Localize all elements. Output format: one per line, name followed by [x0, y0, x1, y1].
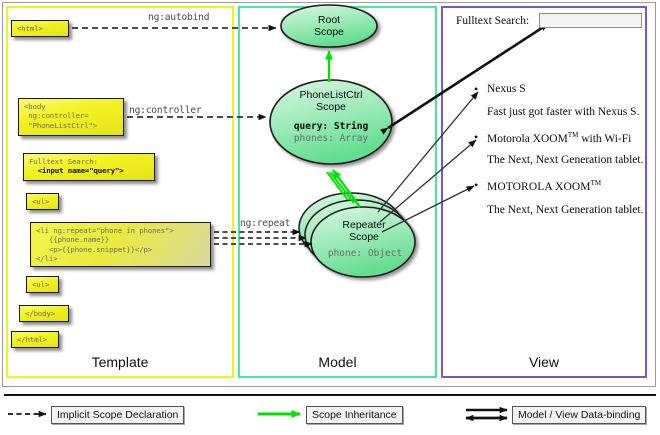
code-box-li-repeat: <li ng:repeat="phone in phones"> {{phone…	[30, 222, 211, 267]
repeater-scope-props: phone: Object	[318, 248, 412, 260]
column-model: Model	[238, 6, 437, 378]
scope-prop-query: query: String	[293, 121, 369, 132]
scope-prop-phone: phone: Object	[327, 248, 403, 259]
legend-divider	[4, 394, 656, 396]
column-label-view: View	[528, 354, 560, 370]
phonelistctrl-scope-label: PhoneListCtrl Scope	[299, 89, 363, 113]
repeater-scope-label: Repeater Scope	[342, 219, 386, 243]
scope-prop-phones: phones: Array	[293, 132, 369, 144]
code-box-html-open: <html>	[11, 20, 69, 37]
search-box-label: Fulltext Search:	[29, 157, 98, 166]
fulltext-search-input[interactable]	[539, 13, 642, 28]
column-label-template: Template	[91, 354, 149, 370]
code-box-fulltext-search: Fulltext Search: <input name="query">	[23, 153, 155, 181]
code-box-html-close: </html>	[11, 331, 59, 348]
trademark-icon: TM	[590, 179, 602, 187]
connector-label-controller: ng:controller	[129, 105, 202, 116]
search-box-code: <input name="query">	[37, 166, 124, 176]
column-template: Template	[6, 6, 234, 378]
legend-label-implicit-scope-declaration: Implicit Scope Declaration	[51, 406, 185, 424]
code-box-ul-open: <ul>	[26, 193, 59, 210]
trademark-icon: TM	[567, 131, 579, 139]
column-label-model: Model	[318, 354, 357, 370]
phone-name-1: Motorola XOOMTM with Wi-Fi	[474, 130, 631, 145]
root-scope-label: Root Scope	[314, 14, 344, 38]
legend-label-scope-inheritance: Scope Inheritance	[306, 406, 403, 424]
phone-name-0: Nexus S	[474, 82, 526, 97]
code-box-body-close: </body>	[19, 305, 69, 322]
phone-snippet-1: The Next, Next Generation tablet.	[487, 154, 644, 166]
connector-label-autobind: ng:autobind	[148, 12, 210, 23]
legend-label-model-view-data-binding: Model / View Data-binding	[512, 406, 647, 424]
code-box-ul-close: <ul>	[26, 276, 59, 293]
phone-name-2: MOTOROLA XOOMTM	[474, 178, 602, 193]
view-search-label: Fulltext Search:	[456, 15, 530, 27]
phonelistctrl-scope-props: query: String phones: Array	[276, 121, 386, 144]
phone-snippet-0: Fast just got faster with Nexus S.	[487, 106, 640, 118]
phone-snippet-2: The Next, Next Generation tablet.	[487, 204, 644, 216]
connector-label-repeat: ng:repeat	[240, 218, 291, 229]
code-box-body-open: <body ng:controller= "PhoneListCtrl">	[18, 98, 124, 136]
